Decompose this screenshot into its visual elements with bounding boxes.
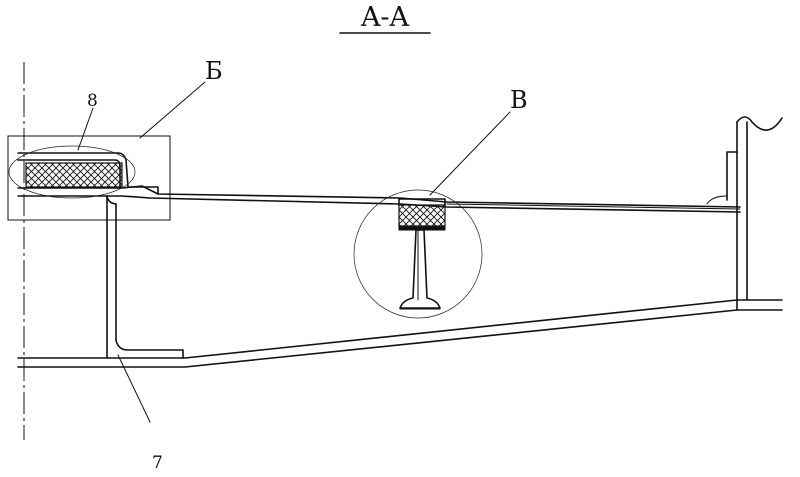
label-detail-v: В: [510, 86, 528, 114]
detail-b-region: [7, 135, 171, 221]
i-beam-web: [399, 229, 441, 309]
label-ref-8: 8: [87, 91, 98, 111]
section-title-text: A-A: [360, 2, 410, 33]
label-ref-7: 7: [152, 453, 163, 473]
z-profile: [106, 195, 184, 359]
deck-plate: [17, 185, 741, 213]
leader-lines: [77, 81, 511, 423]
section-title: A-A: [339, 2, 431, 34]
detail-v-region: [353, 189, 483, 319]
bottom-frame: [17, 299, 783, 368]
label-detail-b: Б: [205, 57, 223, 85]
detail-v-circle: [353, 189, 483, 319]
detail-8-ellipse: [8, 145, 136, 199]
leader-v: [429, 111, 511, 196]
leader-7: [117, 354, 151, 423]
detail-b-frame: [7, 135, 171, 221]
leader-b: [139, 81, 206, 139]
right-wall: [706, 116, 783, 301]
insulation-pad-left: [25, 162, 123, 188]
insulation-pad-center: [398, 204, 446, 227]
leader-8: [77, 107, 94, 151]
